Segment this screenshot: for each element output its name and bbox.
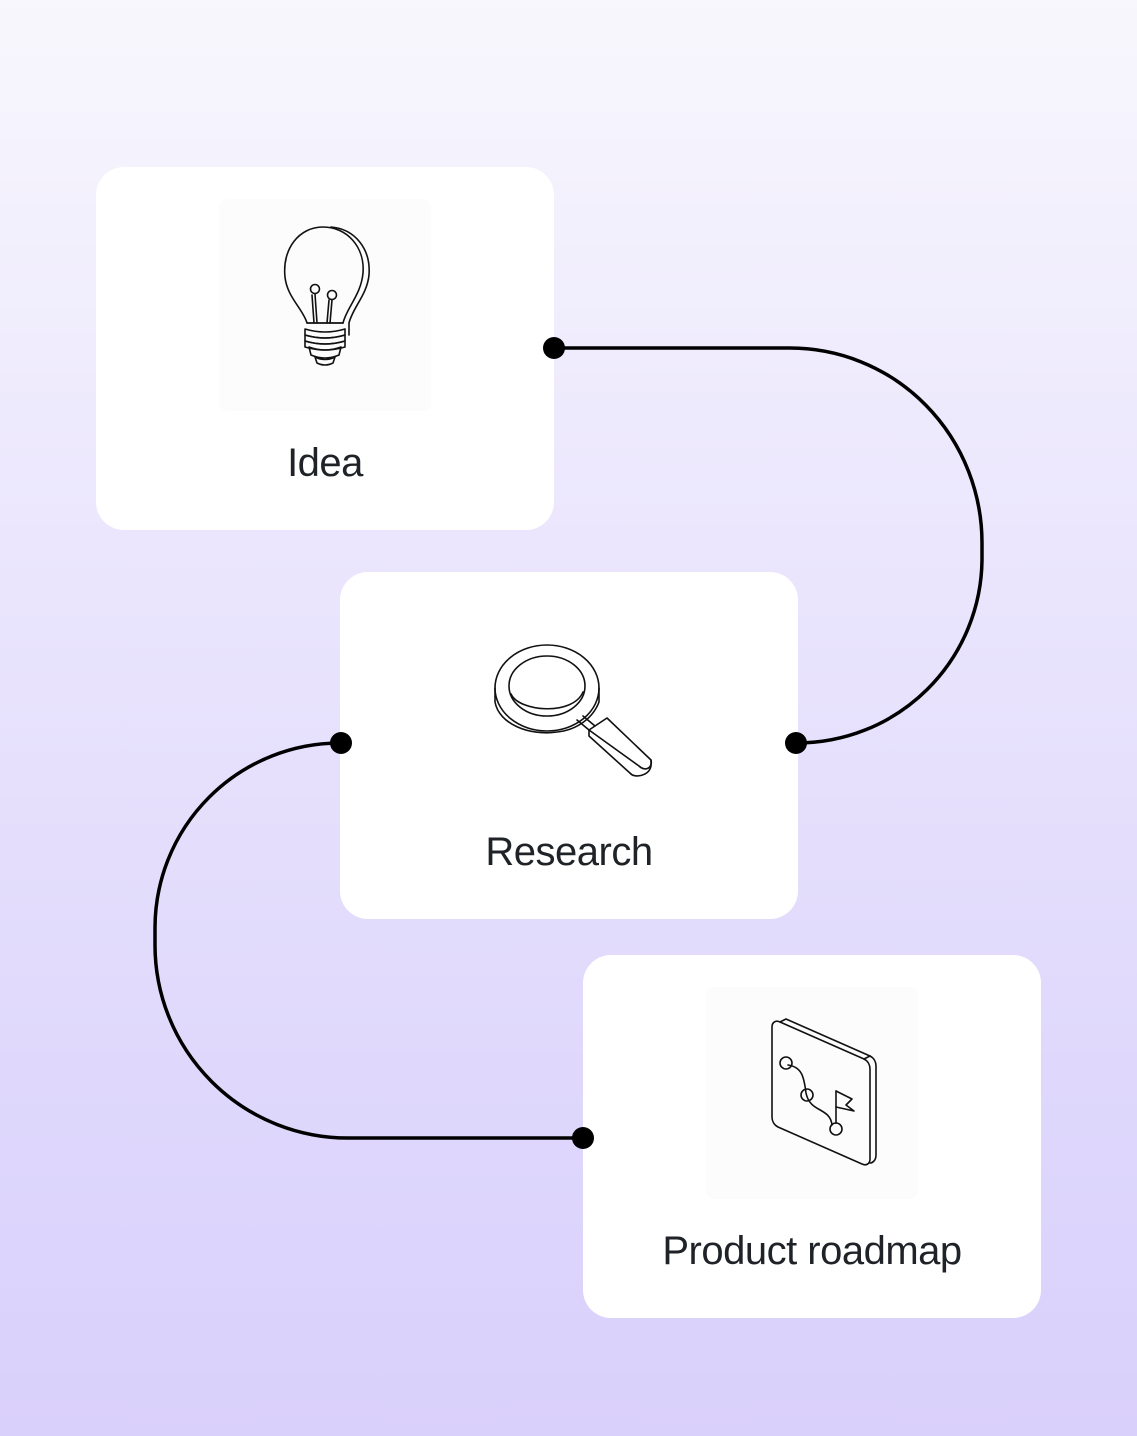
lightbulb-icon <box>219 199 431 411</box>
connector-dot-idea-out[interactable] <box>543 337 565 359</box>
step-card-research[interactable]: Research <box>340 572 798 919</box>
step-label-research: Research <box>485 830 653 874</box>
roadmap-icon <box>706 987 918 1199</box>
connector-dot-research-in[interactable] <box>785 732 807 754</box>
connector-idea-to-research <box>554 346 984 745</box>
step-label-roadmap: Product roadmap <box>662 1229 962 1273</box>
connector-research-to-roadmap <box>153 741 583 1140</box>
step-label-idea: Idea <box>287 441 363 485</box>
step-card-idea[interactable]: Idea <box>96 167 554 530</box>
connector-dot-research-out[interactable] <box>330 732 352 754</box>
connector-dot-roadmap-in[interactable] <box>572 1127 594 1149</box>
magnifier-icon <box>463 590 675 802</box>
step-card-roadmap[interactable]: Product roadmap <box>583 955 1041 1318</box>
